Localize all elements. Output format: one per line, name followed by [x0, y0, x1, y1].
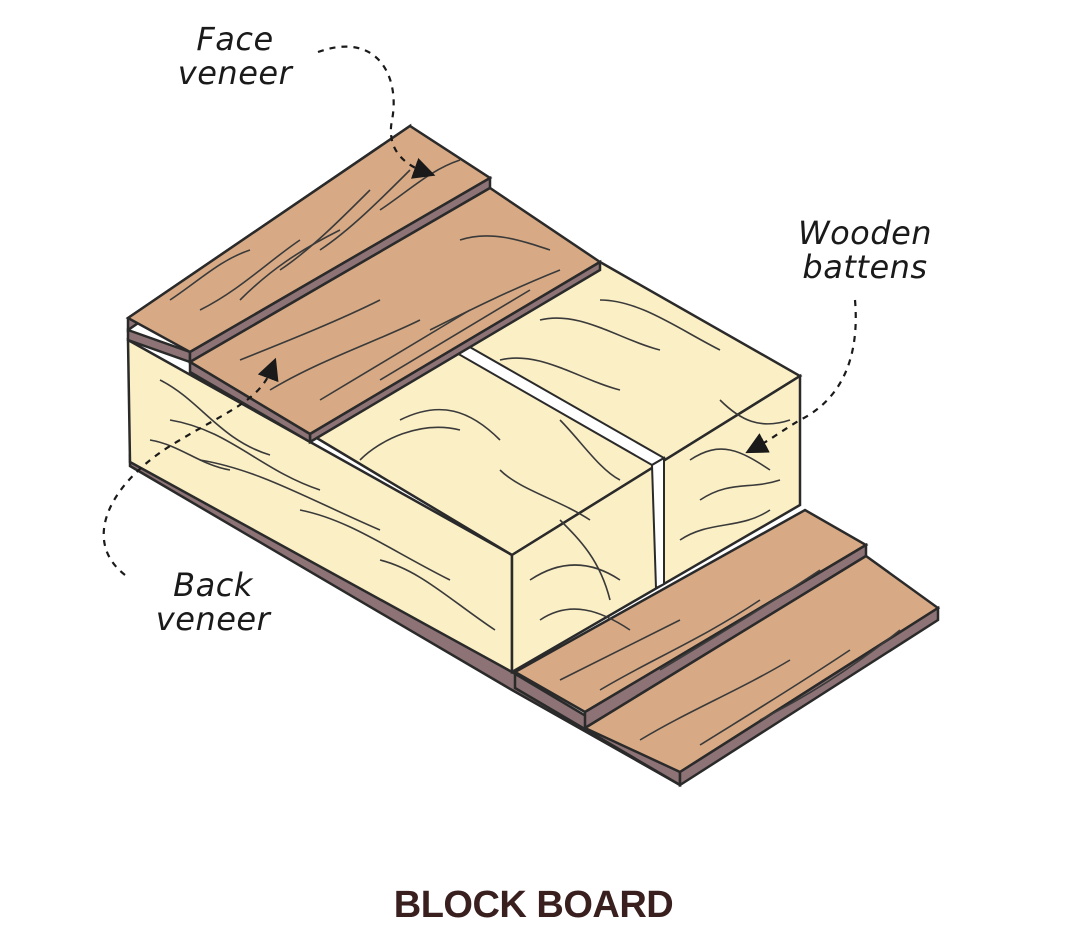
batten-core — [126, 260, 803, 675]
back-veneer-label-line1: Back — [173, 566, 253, 604]
battens-arrow — [745, 299, 857, 454]
back-veneer-label: Back veneer — [138, 568, 288, 636]
back-veneer-grain — [559, 569, 901, 746]
wooden-battens-label-line2: battens — [802, 248, 928, 286]
wooden-battens-label: Wooden battens — [790, 216, 940, 284]
wooden-battens-label-line1: Wooden — [797, 214, 933, 252]
leader-arrows — [102, 45, 857, 576]
face-veneer-arrow — [317, 45, 436, 179]
diagram-title: BLOCK BOARD — [393, 884, 674, 926]
face-veneer-label-line1: Face — [196, 20, 274, 58]
face-veneer-layer — [125, 123, 603, 445]
face-veneer-label: Face veneer — [160, 22, 310, 90]
back-veneer-arrow — [102, 357, 279, 576]
back-veneer-label-line2: veneer — [155, 600, 271, 638]
face-veneer-label-line2: veneer — [177, 54, 293, 92]
